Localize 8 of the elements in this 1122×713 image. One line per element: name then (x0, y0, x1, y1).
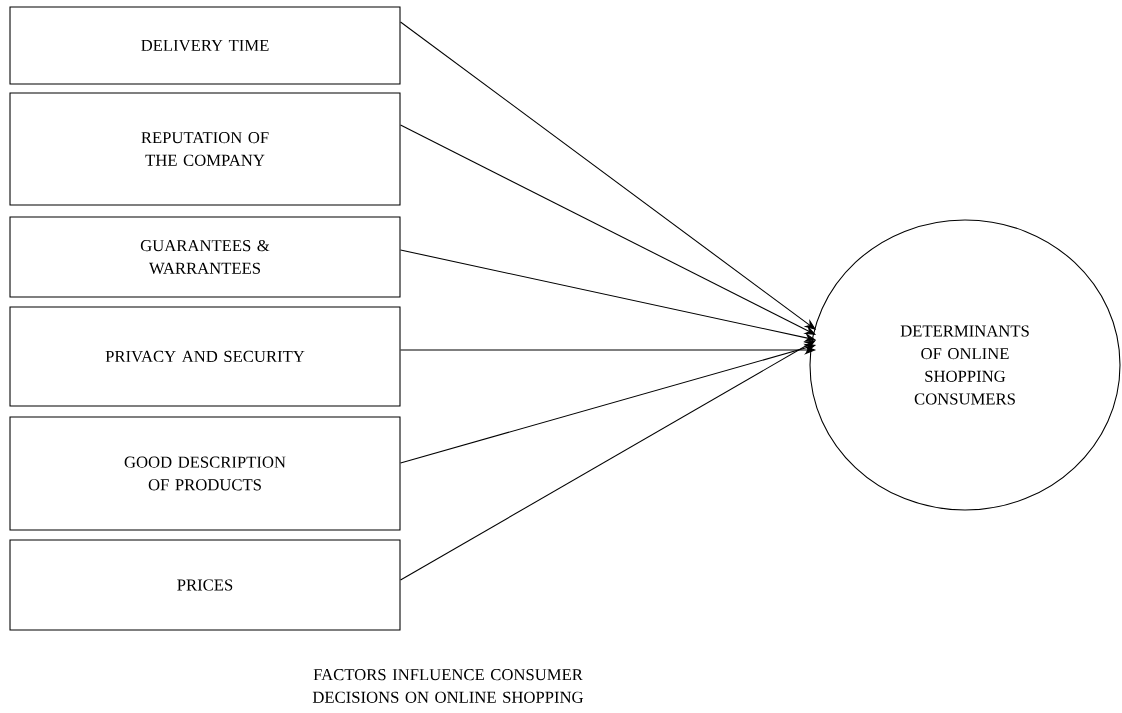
caption: FACTORS INFLUENCE CONSUMER DECISIONS ON ONLINE SHOPPING (312, 669, 584, 703)
factor-box: PRICES (9, 539, 401, 631)
ellipse-node: DETERMINANTS OF ONLINE SHOPPING CONSUMERS (809, 219, 1121, 511)
factor-box: GOOD DESCRIPTION OF PRODUCTS (9, 416, 401, 531)
factor-box: GUARANTEES & WARRANTEES (9, 216, 401, 298)
factor-box: DELIVERY TIME (9, 6, 401, 85)
factor-box: PRIVACY AND SECURITY (9, 306, 401, 407)
factor-box: REPUTATION OF THE COMPANY (9, 92, 401, 206)
